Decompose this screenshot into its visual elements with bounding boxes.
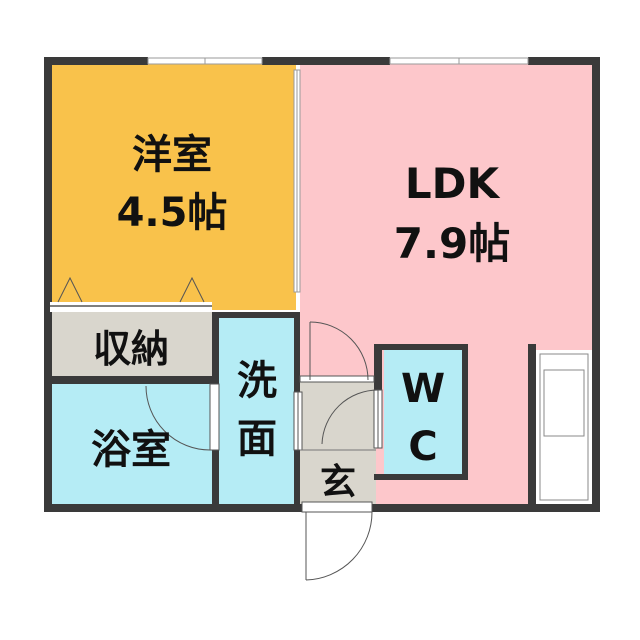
ldk-door [299,321,375,383]
room-washroom [219,318,295,504]
room-western [50,63,296,310]
ldk-room-name: LDK [405,159,501,208]
closet-folding-doors [50,276,212,312]
outer-walls [44,57,600,512]
kitchen-counter [539,353,589,501]
sliding-door-western-ldk [293,69,301,293]
entrance-door [301,501,373,581]
bath-door [145,383,220,451]
entrance-label: 玄 [320,462,356,503]
room-entrance-hall [300,380,376,504]
room-wc [384,350,462,474]
wc-label-bottom: C [408,424,437,470]
room-bath [50,384,212,504]
bath-label: 浴室 [91,427,171,473]
western-room-size: 4.5帖 [117,190,228,236]
ldk-room-size: 7.9帖 [394,219,510,268]
window-ldk [389,57,529,65]
window-western [147,57,263,65]
western-room-name: 洋室 [132,132,212,178]
wc-door [321,389,383,449]
storage-label: 収納 [93,327,169,371]
washroom-door [293,391,303,451]
washroom-label-top: 洗 [237,358,277,404]
wc-label-top: W [401,366,445,412]
room-storage [50,312,212,380]
washroom-label-bottom: 面 [237,416,277,462]
